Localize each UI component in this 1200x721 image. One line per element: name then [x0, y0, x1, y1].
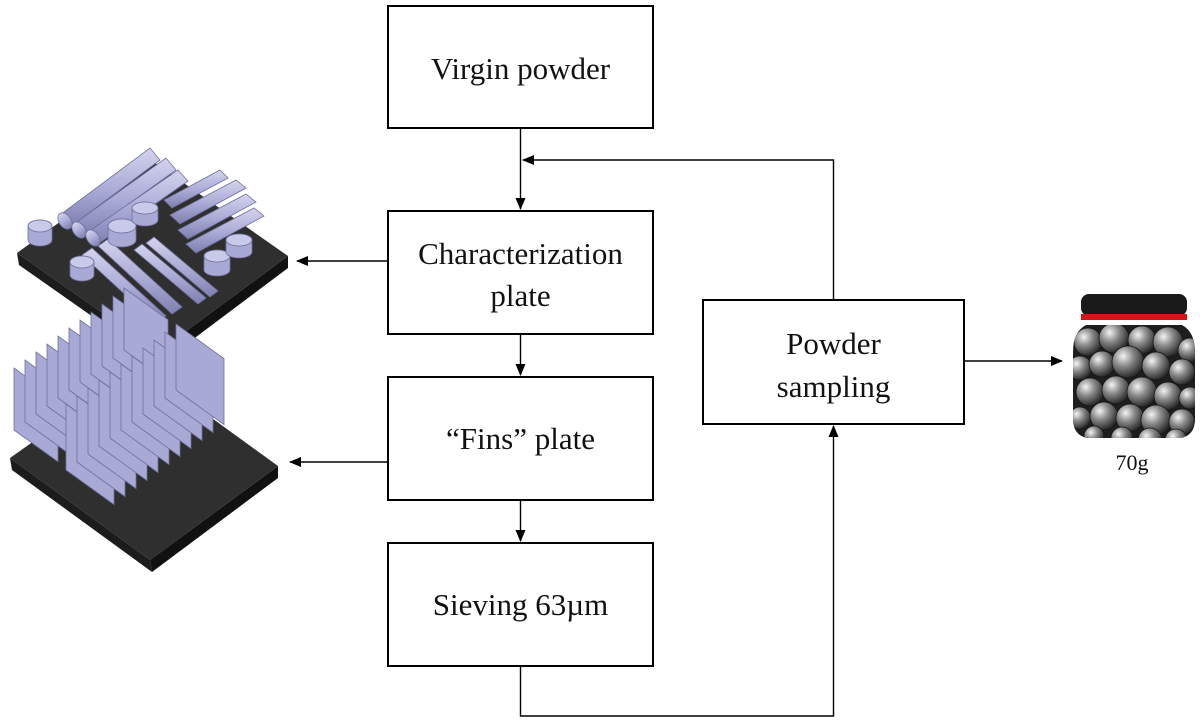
powder-sphere: [1073, 355, 1093, 381]
fins-plate-label: “Fins” plate: [446, 421, 595, 456]
virgin-powder-label: Virgin powder: [431, 51, 611, 86]
powder-sphere: [1178, 386, 1195, 410]
sieving-node: Sieving 63µm: [387, 542, 654, 667]
powder-sphere: [1075, 377, 1105, 407]
powder-sphere: [1141, 351, 1171, 381]
jar-mass-label: 70g: [1116, 450, 1149, 475]
powder-sphere: [1111, 345, 1145, 379]
powder-sampling-node: Powder sampling: [702, 299, 965, 425]
sieving-label: Sieving 63µm: [433, 587, 608, 622]
fin: [175, 323, 225, 426]
jar-lid: [1081, 294, 1187, 316]
powder-sampling-label-line2: sampling: [777, 369, 891, 404]
powder-sphere: [1083, 425, 1105, 438]
powder-sphere: [1168, 358, 1195, 386]
powder-sphere: [1088, 350, 1116, 378]
powder-jar: 70g: [1073, 294, 1195, 475]
characterization-plate-node: Characterization plate: [387, 210, 654, 335]
powder-sphere: [1137, 427, 1163, 438]
powder-sphere: [1177, 337, 1195, 363]
powder-sphere: [1110, 426, 1134, 438]
fins-plate-node: “Fins” plate: [387, 376, 654, 501]
characterization-label-line2: plate: [490, 278, 550, 313]
powder-sphere: [1101, 375, 1131, 405]
powder-sphere: [1164, 428, 1188, 438]
virgin-powder-node: Virgin powder: [387, 5, 654, 129]
arrow-sampling-back-to-characterization: [522, 155, 835, 300]
powder-sphere: [1073, 406, 1092, 430]
powder-sampling-label-line1: Powder: [786, 326, 881, 361]
fins-plate-image: [10, 287, 278, 572]
jar-lid-band: [1081, 314, 1187, 320]
powder-sphere: [1126, 376, 1158, 408]
characterization-label-line1: Characterization: [418, 236, 623, 271]
arrow-sieving-to-sampling: [519, 425, 839, 717]
